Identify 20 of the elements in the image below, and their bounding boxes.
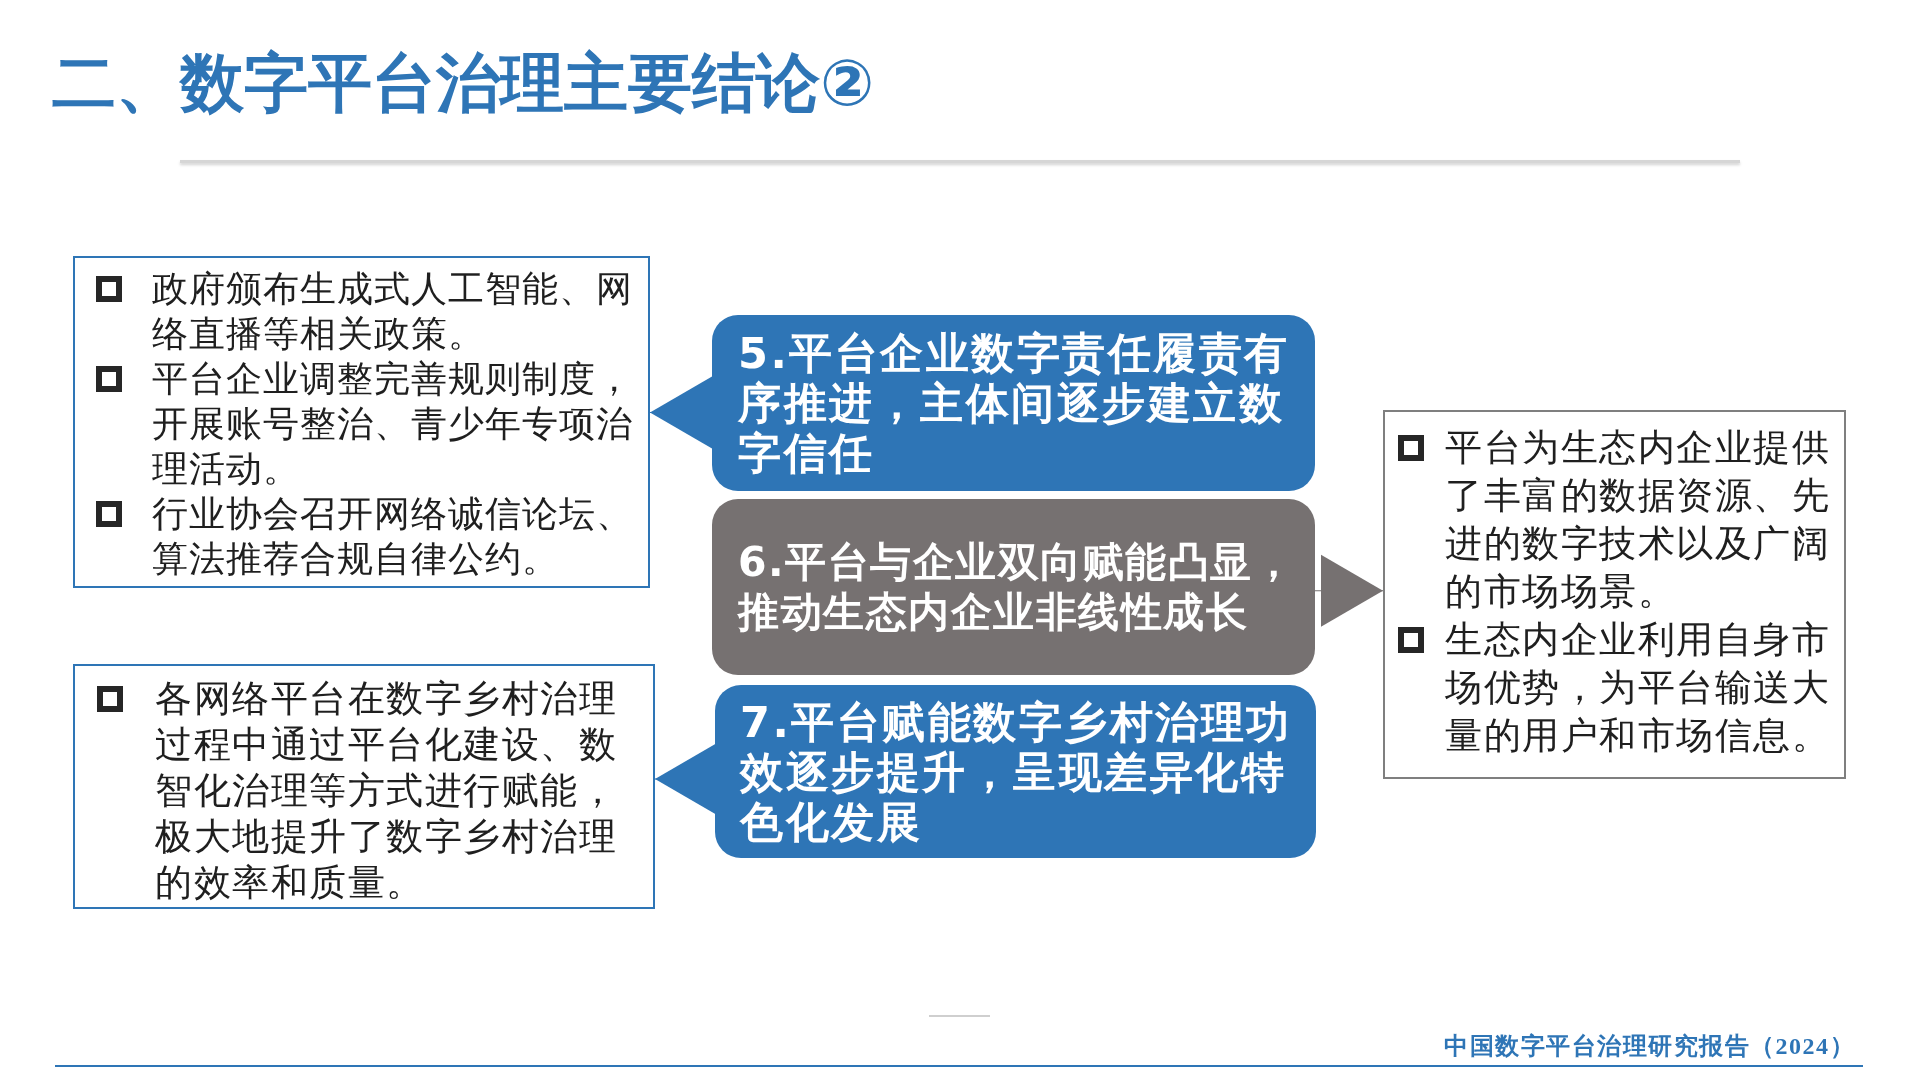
page-title: 二、数字平台治理主要结论② — [52, 45, 875, 122]
bullet-text: 行业协会召开网络诚信论坛、算法推荐合规自律公约。 — [152, 492, 634, 581]
arrow — [1314, 554, 1384, 627]
conclusion-text: 7.平台赋能数字乡村治理功效逐步提升，呈现差异化特色化发展 — [740, 696, 1293, 847]
bullet-text: 政府颁布生成式人工智能、网络直播等相关政策。 — [152, 267, 634, 356]
rounded-box — [712, 499, 1315, 675]
rounded-box — [715, 685, 1316, 858]
rounded-box — [712, 315, 1315, 491]
footer-text: 中国数字平台治理研究报告（2024） — [1444, 1032, 1855, 1061]
bullet-text: 平台为生态内企业提供了丰富的数据资源、先进的数字技术以及广阔的市场场景。 — [1445, 425, 1831, 615]
conclusion-text: 5.平台企业数字责任履责有序推进，主体间逐步建立数字信任 — [738, 328, 1291, 478]
text-box — [73, 256, 650, 588]
text-box — [1383, 410, 1846, 779]
arrow — [654, 743, 717, 815]
bullet-text: 各网络平台在数字乡村治理过程中通过平台化建设、数智化治理等方式进行赋能，极大地提升了数字乡村治理的效率和质量。 — [155, 676, 618, 906]
bullet-text: 生态内企业利用自身市场优势，为平台输送大量的用户和市场信息。 — [1445, 617, 1831, 759]
bullet-text: 平台企业调整完善规则制度，开展账号整治、青少年专项治理活动。 — [152, 357, 634, 491]
text-box — [73, 664, 655, 909]
conclusion-text: 6.平台与企业双向赋能凸显，推动生态内企业非线性成长 — [738, 537, 1297, 637]
arrow — [649, 376, 713, 449]
